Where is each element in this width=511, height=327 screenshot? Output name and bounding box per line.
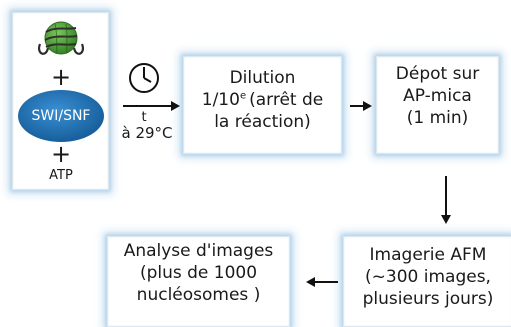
nucleosome-icon	[38, 21, 84, 55]
deposit-text: Dépot sur AP-mica (1 min)	[376, 64, 499, 129]
analysis-line-2: (plus de 1000	[139, 262, 258, 283]
temperature-label: à 29°C	[121, 124, 173, 142]
plus-sign-1: +	[50, 63, 72, 91]
deposit-line-3: (1 min)	[406, 107, 469, 128]
deposit-line-1: Dépot sur	[395, 64, 480, 84]
dilution-box	[183, 56, 342, 154]
clock-icon	[129, 63, 159, 93]
time-label: t	[141, 110, 147, 125]
analysis-line-3: nucléosomes )	[136, 284, 261, 305]
analysis-box	[107, 236, 290, 327]
imaging-text: Imagerie AFM (~300 images, plusieurs jou…	[343, 245, 511, 310]
deposit-box	[376, 56, 499, 154]
imaging-line-2: (~300 images,	[365, 266, 491, 287]
atp-label: ATP	[49, 168, 73, 183]
dilution-note: la réaction)	[214, 111, 311, 132]
dilution-text: Dilution 1/10e(arrêt de la réaction)	[183, 68, 342, 133]
analysis-line-1: Analyse d'images	[123, 241, 274, 261]
dilution-ratio-line: 1/10e(arrêt de	[201, 89, 324, 110]
arrow-to-imaging	[441, 176, 451, 224]
dilution-title: Dilution	[229, 68, 296, 88]
deposit-line-2: AP-mica	[403, 85, 472, 106]
swi-snf-label: SWI/SNF	[31, 108, 91, 124]
analysis-text: Analyse d'images (plus de 1000 nucléosom…	[107, 241, 290, 306]
arrow-incubation	[123, 101, 180, 111]
plus-sign-2: +	[50, 140, 72, 168]
arrow-to-analysis	[306, 277, 338, 287]
arrow-to-deposit	[350, 101, 372, 111]
swi-snf-oval	[18, 90, 104, 142]
imaging-line-1: Imagerie AFM	[369, 245, 487, 265]
imaging-line-3: plusieurs jours)	[362, 288, 494, 309]
